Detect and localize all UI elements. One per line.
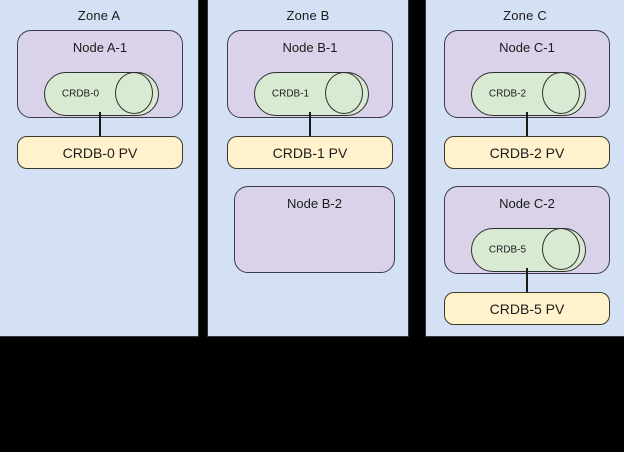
zone-title-a: Zone A [77, 8, 121, 23]
node-title-b-1: Node B-1 [282, 40, 338, 55]
link-node-a-1-to-pv [99, 112, 101, 137]
node-box-b-1[interactable]: Node B-1 CRDB-1 [227, 30, 393, 118]
link-node-b-1-to-pv [309, 112, 311, 137]
pv-box-crdb-5[interactable]: CRDB-5 PV [444, 292, 610, 325]
database-cylinder-icon-crdb-5[interactable]: CRDB-5 [471, 228, 586, 272]
pv-box-crdb-2[interactable]: CRDB-2 PV [444, 136, 610, 169]
database-cylinder-cap-icon [542, 72, 580, 114]
node-box-c-1[interactable]: Node C-1 CRDB-2 [444, 30, 610, 118]
node-box-a-1[interactable]: Node A-1 CRDB-0 [17, 30, 183, 118]
zone-column-b[interactable]: Zone B Node B-1 CRDB-1 CRDB-1 PV Node B-… [207, 0, 409, 337]
node-box-b-2[interactable]: Node B-2 [234, 186, 395, 273]
database-label-crdb-2: CRDB-2 [488, 88, 527, 100]
pv-label-crdb-1: CRDB-1 PV [272, 144, 348, 161]
database-label-crdb-1: CRDB-1 [271, 88, 310, 100]
node-title-c-1: Node C-1 [499, 40, 555, 55]
database-cylinder-icon-crdb-2[interactable]: CRDB-2 [471, 72, 586, 116]
node-title-a-1: Node A-1 [72, 40, 128, 55]
pv-label-crdb-5: CRDB-5 PV [489, 300, 565, 317]
link-node-c-1-to-pv [526, 112, 528, 137]
database-cylinder-icon-crdb-0[interactable]: CRDB-0 [44, 72, 159, 116]
database-label-crdb-0: CRDB-0 [61, 88, 100, 100]
database-cylinder-cap-icon [115, 72, 153, 114]
zone-column-a[interactable]: Zone A Node A-1 CRDB-0 CRDB-0 PV [0, 0, 199, 337]
pv-label-crdb-2: CRDB-2 PV [489, 144, 565, 161]
database-cylinder-cap-icon [325, 72, 363, 114]
pv-box-crdb-0[interactable]: CRDB-0 PV [17, 136, 183, 169]
database-label-crdb-5: CRDB-5 [488, 244, 527, 256]
zone-column-c[interactable]: Zone C Node C-1 CRDB-2 CRDB-2 PV Node C-… [425, 0, 624, 337]
database-cylinder-cap-icon [542, 228, 580, 270]
pv-box-crdb-1[interactable]: CRDB-1 PV [227, 136, 393, 169]
database-cylinder-icon-crdb-1[interactable]: CRDB-1 [254, 72, 369, 116]
zone-title-c: Zone C [503, 8, 547, 23]
link-node-c-2-to-pv [526, 268, 528, 293]
node-title-b-2: Node B-2 [287, 196, 342, 211]
node-box-c-2[interactable]: Node C-2 CRDB-5 [444, 186, 610, 274]
zone-title-b: Zone B [286, 8, 330, 23]
node-title-c-2: Node C-2 [499, 196, 555, 211]
pv-label-crdb-0: CRDB-0 PV [62, 144, 138, 161]
